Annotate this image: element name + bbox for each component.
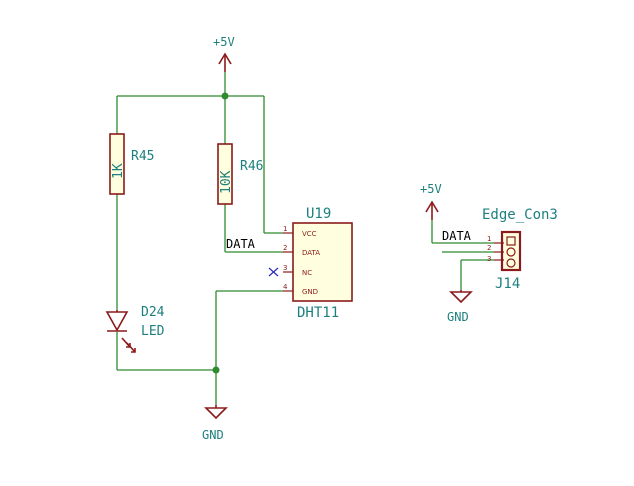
power-label-5v-right: +5V (420, 182, 442, 196)
led-ray-arrow-icon (131, 348, 136, 353)
power-symbol-5v-main[interactable]: +5V (213, 35, 235, 72)
connector-j14[interactable]: Edge_Con3 1 2 3 J14 (482, 207, 558, 292)
ground-label-main: GND (202, 428, 224, 442)
led-d24[interactable]: D24 LED (105, 305, 165, 353)
power-5v-arrow-icon (425, 200, 439, 213)
d24-value: LED (141, 324, 165, 339)
u19-pin-name: DATA (302, 249, 320, 257)
u19-ref: U19 (306, 206, 331, 222)
resistor-r45-body (109, 133, 125, 195)
wires-left (116, 72, 283, 405)
power-5v-arrow-icon (218, 52, 232, 65)
d24-ref: D24 (141, 305, 165, 320)
net-label-data-left[interactable]: DATA (226, 237, 256, 251)
j14-pin1-square-icon (506, 236, 516, 246)
u19-pin-name: GND (302, 288, 318, 296)
j14-pin2-circle-icon (506, 247, 516, 257)
led-ray (126, 342, 136, 353)
j14-pin3-circle-icon (506, 258, 516, 268)
r45-value: 1K (111, 163, 126, 179)
u19-value: DHT11 (297, 305, 339, 321)
ground-symbol-main[interactable]: GND (202, 405, 228, 442)
j14-pin-number: 2 (487, 244, 491, 252)
led-triangle-icon (105, 311, 129, 332)
u19-pin-number: 2 (283, 244, 287, 252)
r46-ref: R46 (240, 159, 263, 174)
j14-value: Edge_Con3 (482, 207, 558, 223)
r46-value: 10K (219, 170, 234, 194)
net-label-data-right[interactable]: DATA (442, 229, 472, 243)
ground-icon (449, 291, 473, 304)
power-label-5v-main: +5V (213, 35, 235, 49)
u19-pin-name: VCC (302, 230, 317, 238)
j14-ref: J14 (495, 276, 520, 292)
j14-pin-number: 3 (487, 255, 491, 263)
resistor-r46-body (217, 143, 233, 205)
wires-right (431, 220, 494, 290)
j14-body (500, 230, 522, 272)
junction-dot (221, 92, 229, 100)
r45-ref: R45 (131, 149, 154, 164)
resistor-r45[interactable]: 1K R45 (109, 133, 154, 195)
u19-pin-number: 3 (283, 264, 287, 272)
j14-pin-number: 1 (487, 235, 491, 243)
u19-pin-name: NC (302, 269, 312, 277)
ic-u19-dht11[interactable]: U19 1 2 3 4 VCC DATA NC GND DHT11 (283, 206, 353, 321)
power-symbol-5v-right[interactable]: +5V (420, 182, 442, 220)
ground-icon (204, 407, 228, 420)
no-connect-icon (268, 267, 279, 277)
resistor-r46[interactable]: 10K R46 (217, 143, 263, 205)
u19-pin-number: 4 (283, 283, 288, 291)
junction-dot (212, 366, 220, 374)
u19-pin-number: 1 (283, 225, 287, 233)
u19-body (292, 222, 353, 302)
ground-symbol-right[interactable]: GND (447, 290, 473, 324)
ground-label-right: GND (447, 310, 469, 324)
